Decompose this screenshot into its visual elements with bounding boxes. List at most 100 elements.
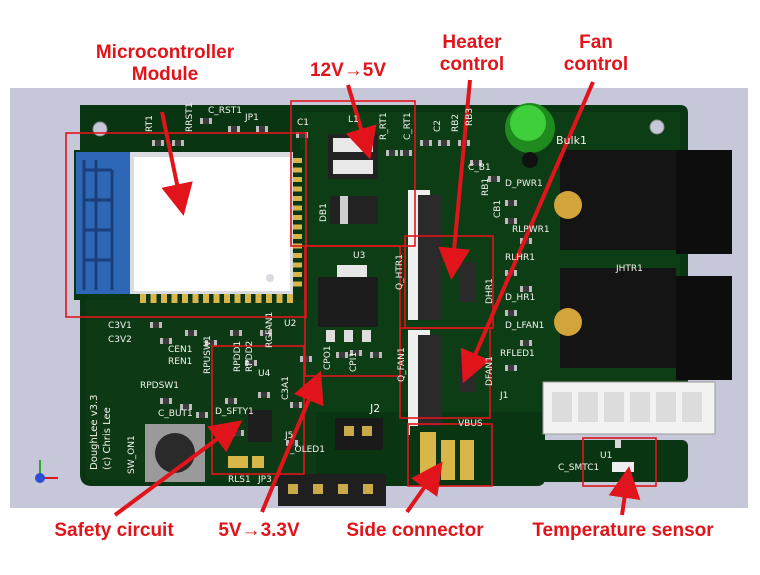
label-j5: J5 [284,431,293,441]
label-dhr1: DHR1 [485,278,495,304]
jp3-pads-2 [252,456,264,468]
callout-safety: Safety circuit [54,520,174,541]
mcu-pin [140,294,146,303]
smd-body [353,350,359,356]
callout-temp: Temperature sensor [532,520,714,541]
smd-body [303,356,309,362]
label-cen1: CEN1 [168,345,192,355]
mcu-pin [293,262,302,268]
smd-body [261,392,267,398]
label-c2: C2 [433,120,443,132]
label-u1: U1 [600,451,612,461]
smd-body [231,126,237,132]
barrel-jack-pwr-pin [554,191,582,219]
mcu-pin [287,294,293,303]
smd-body [508,365,514,371]
smd-body [491,176,497,182]
smd-body [188,330,194,336]
smd-body [473,160,479,166]
label-crt1: C_RT1 [403,112,413,140]
arrow-side [405,461,443,514]
label-dsfty1: D_SFTY1 [215,407,254,417]
smd-body [263,330,269,336]
mcu-pin [224,294,230,303]
u1-pad [615,440,621,448]
label-c3a1: C3A1 [281,376,291,400]
mcu-pin [161,294,167,303]
label-l1: L1 [348,115,359,125]
smd-body [508,200,514,206]
capacitor-base [522,152,538,168]
box-mcu [65,132,307,318]
smd-body [508,310,514,316]
arrow-safety [113,420,243,517]
axis-triad-icon [35,460,58,483]
label-ren1: REN1 [168,357,192,367]
mcu-pin [182,294,188,303]
label-rfled1: RFLED1 [500,349,535,359]
mcu-pin [293,224,302,230]
diode-db1 [330,196,378,224]
side-finger-2 [441,440,455,480]
smd-body [163,338,169,344]
silkscreen-labels: RT1 RRST1 C_RST1 JP1 C1 L1 R_RT1 C_RT1 C… [89,103,643,485]
label-csmtc1: C_SMTC1 [558,463,599,473]
smd-body [373,352,379,358]
smd-body [248,360,254,366]
label-rpusw1: RPUSW1 [203,335,213,374]
mcu-pin [293,272,302,277]
label-rls1: RLS1 [228,475,251,485]
smd-body [523,340,529,346]
label-vbus: VBUS [458,419,483,429]
label-jp3: JP3 [257,475,272,485]
mcu-pin [150,294,157,303]
capacitor-top [510,105,546,141]
label-swon1: SW_ON1 [127,435,137,474]
callout-mcu-line2: Module [131,63,199,85]
mounting-hole-tr [649,119,665,135]
label-db1: DB1 [319,203,329,222]
mounting-hole-tl [92,121,108,137]
arrow-temp [608,466,641,516]
qfan1-body [418,335,442,435]
smd-body [523,286,529,292]
label-jp1: JP1 [244,113,259,123]
mcu-pin [266,294,272,303]
oled-pins [288,484,373,494]
mcu-pin [293,253,302,258]
smd-body [203,118,209,124]
smd-body [339,352,345,358]
label-rt1: RT1 [145,115,155,132]
mcu-pin [293,177,302,182]
j1-pin [682,392,702,422]
smd-body [175,140,181,146]
label-oled1: _OLED1 [289,445,325,455]
smd-body [155,140,161,146]
mcu-pin [276,294,283,303]
u3-pin1 [326,330,335,342]
j1-pin [578,392,598,422]
smd-body [235,430,241,436]
label-jhtr1: JHTR1 [615,264,643,274]
side-finger-3 [460,440,474,480]
smd-body [153,322,159,328]
smd-body [508,218,514,224]
u3-pin3 [362,330,371,342]
label-rlpwr1: RLPWR1 [512,225,550,235]
label-rpdd2: RPDD2 [245,341,255,372]
mcu-pin [293,205,302,211]
smd-body [389,150,395,156]
mcu-pin [171,294,178,303]
smd-body [441,140,447,146]
smd-body [199,412,205,418]
smd-body [423,140,429,146]
box-side [407,423,493,487]
mcu-pin [255,294,262,303]
u4-chip [248,410,272,442]
mcu-pin [245,294,251,303]
label-qfan1: Q_FAN1 [397,347,407,382]
j1-pin [604,392,624,422]
